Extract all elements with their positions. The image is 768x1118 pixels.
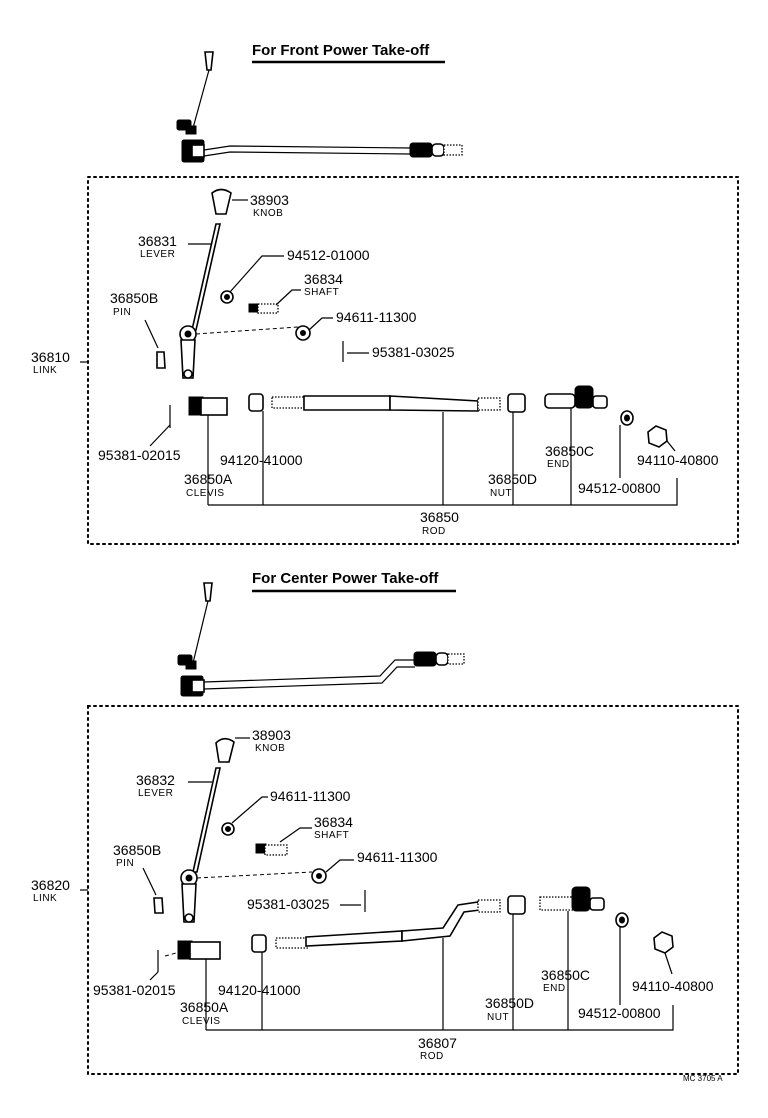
front-lever-name: LEVER bbox=[140, 249, 175, 260]
center-clevis-name: CLEVIS bbox=[182, 1016, 221, 1027]
front-nut-rod-name: NUT bbox=[490, 488, 512, 499]
front-end-part bbox=[544, 385, 608, 409]
center-nut-end-part bbox=[653, 931, 674, 954]
front-rod-number: 36850 bbox=[420, 509, 459, 525]
front-cotter-shaft-number: 95381-03025 bbox=[372, 344, 455, 360]
center-lever-name: LEVER bbox=[138, 788, 173, 799]
center-end-part bbox=[539, 886, 605, 912]
center-nut-rod-number: 36850D bbox=[485, 995, 534, 1011]
front-pin-name: PIN bbox=[113, 307, 131, 318]
front-pin-number: 36850B bbox=[110, 290, 158, 306]
center-rod-part bbox=[275, 899, 501, 949]
front-section-title: For Front Power Take-off bbox=[252, 42, 430, 59]
center-pin-number: 36850B bbox=[113, 842, 161, 858]
center-nut-clevis-part bbox=[251, 934, 267, 953]
front-washer-end-number: 94512-00800 bbox=[578, 480, 661, 496]
front-clevis-number: 36850A bbox=[184, 471, 233, 487]
front-shaft-number: 36834 bbox=[304, 271, 343, 287]
front-knob-number: 38903 bbox=[250, 192, 289, 208]
center-knob-number: 38903 bbox=[252, 727, 291, 743]
center-rod-number: 36807 bbox=[418, 1035, 457, 1051]
front-pin-part bbox=[156, 351, 166, 369]
center-shaft-number: 36834 bbox=[314, 814, 353, 830]
front-overview-sketch bbox=[176, 51, 463, 163]
drawing-code: MC 3705 A bbox=[683, 1074, 723, 1083]
front-washer-shaft-number: 94611-11300 bbox=[336, 309, 417, 325]
center-cotter-shaft-number: 95381-03025 bbox=[247, 896, 330, 912]
center-overview-sketch bbox=[177, 582, 465, 697]
front-section: For Front Power Take-off 36810 LINK 3890… bbox=[31, 42, 739, 545]
center-nut-clevis-number: 94120-41000 bbox=[218, 982, 301, 998]
center-section: For Center Power Take-off 36820 LINK 389… bbox=[31, 570, 739, 1075]
center-knob-part bbox=[215, 737, 235, 763]
center-cotter-clevis-number: 95381-02015 bbox=[93, 982, 176, 998]
center-section-title: For Center Power Take-off bbox=[252, 570, 439, 587]
front-rod-part bbox=[271, 395, 501, 412]
center-nut-rod-name: NUT bbox=[487, 1012, 509, 1023]
front-nut-rod-number: 36850D bbox=[488, 471, 537, 487]
front-cotter-clevis-number: 95381-02015 bbox=[98, 447, 181, 463]
center-nut-end-number: 94110-40800 bbox=[632, 978, 714, 994]
center-rod-name: ROD bbox=[420, 1051, 444, 1062]
center-lever-part bbox=[192, 767, 221, 873]
center-end-number: 36850C bbox=[541, 967, 590, 983]
front-nut-end-part bbox=[647, 425, 668, 448]
front-rod-name: ROD bbox=[422, 526, 446, 537]
front-washer-top-number: 94512-01000 bbox=[287, 247, 370, 263]
center-link-name: LINK bbox=[33, 893, 57, 904]
front-shaft-name: SHAFT bbox=[304, 287, 339, 298]
front-nut-clevis-number: 94120-41000 bbox=[220, 452, 303, 468]
center-pin-name: PIN bbox=[116, 858, 134, 869]
center-washer-shaft-number: 94611-11300 bbox=[357, 849, 438, 865]
front-nut-rod-part bbox=[507, 393, 526, 413]
center-nut-rod-part bbox=[507, 895, 526, 915]
front-clevis-name: CLEVIS bbox=[186, 488, 225, 499]
center-link-number: 36820 bbox=[31, 877, 70, 893]
front-knob-name: KNOB bbox=[253, 208, 283, 219]
front-end-number: 36850C bbox=[545, 443, 594, 459]
front-link-assembly-frame bbox=[87, 176, 739, 545]
center-knob-name: KNOB bbox=[255, 743, 285, 754]
center-clevis-number: 36850A bbox=[180, 999, 229, 1015]
front-nut-clevis-part bbox=[248, 393, 264, 412]
center-pin-part bbox=[153, 897, 164, 914]
front-nut-end-number: 94110-40800 bbox=[637, 452, 719, 468]
front-link-number: 36810 bbox=[31, 349, 70, 365]
front-knob-part bbox=[211, 188, 232, 215]
front-lever-part bbox=[190, 223, 222, 331]
center-link-assembly-frame bbox=[87, 705, 739, 1075]
front-end-name: END bbox=[547, 459, 570, 470]
center-end-name: END bbox=[543, 983, 566, 994]
center-washer-top-number: 94611-11300 bbox=[270, 788, 351, 804]
center-washer-end-number: 94512-00800 bbox=[578, 1005, 661, 1021]
center-shaft-name: SHAFT bbox=[314, 830, 349, 841]
front-link-name: LINK bbox=[33, 365, 57, 376]
front-lever-number: 36831 bbox=[138, 233, 177, 249]
center-lever-number: 36832 bbox=[136, 772, 175, 788]
